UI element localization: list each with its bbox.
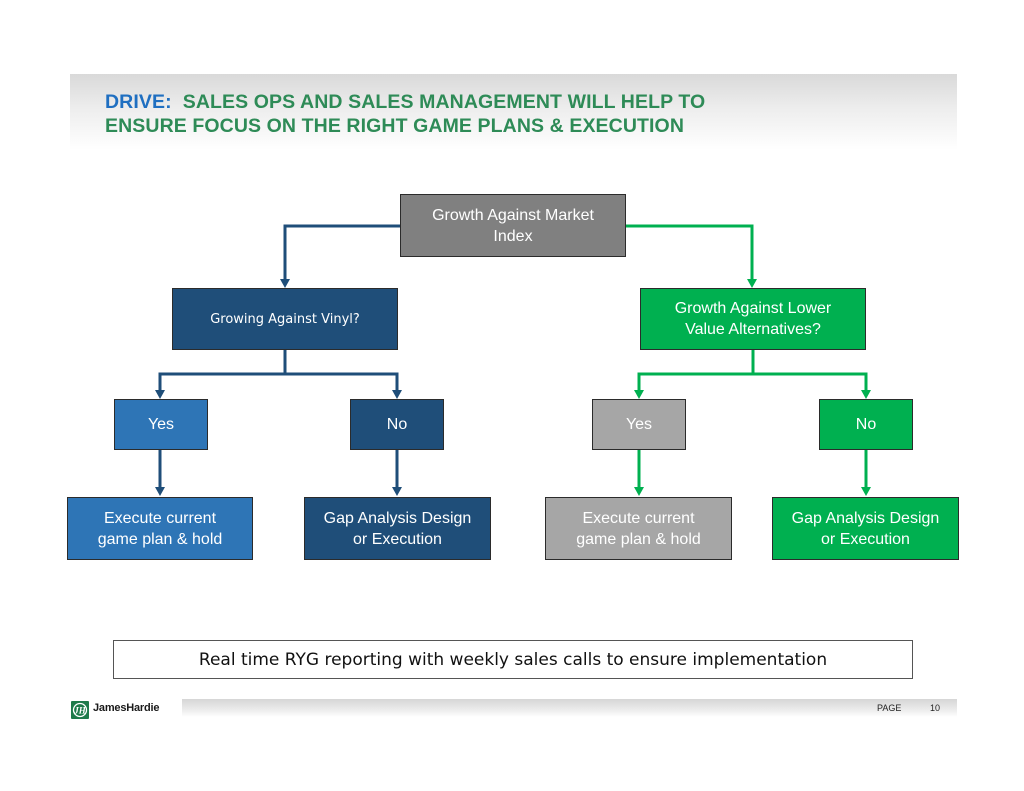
title-keyword: DRIVE <box>105 91 166 113</box>
arrow-head-icon <box>392 390 402 399</box>
answer-node-left-yes: Yes <box>114 399 208 450</box>
outcome-node-left-no: Gap Analysis Design or Execution <box>304 497 491 560</box>
question-node-line-2: Value Alternatives? <box>685 321 821 338</box>
arrow-head-icon <box>392 487 402 496</box>
outcome-node-right-yes: Execute current game plan & hold <box>545 497 732 560</box>
outcome-line-2: game plan & hold <box>576 530 701 548</box>
title-band <box>70 74 957 150</box>
connector-root-to-vinyl <box>280 224 400 288</box>
outcome-line-1: Execute current <box>582 509 695 527</box>
arrow-head-icon <box>155 390 165 399</box>
title-colon: : <box>165 91 172 113</box>
outcome-node-left-yes: Execute current game plan & hold <box>67 497 253 560</box>
page-label: PAGE <box>877 703 902 713</box>
root-node-line-1: Growth Against Market <box>432 206 594 224</box>
answer-node-left-no: No <box>350 399 444 450</box>
outcome-line-2: or Execution <box>821 530 910 548</box>
question-node-line-1: Growth Against Lower <box>674 300 832 317</box>
root-node-growth-against-market-index: Growth Against Market Index <box>400 194 626 257</box>
outcome-node-right-no: Gap Analysis Design or Execution <box>772 497 959 560</box>
outcome-line-1: Execute current <box>103 509 217 527</box>
outcome-line-1: Gap Analysis Design <box>323 509 472 527</box>
connector-left-no-to-outcome <box>392 449 402 496</box>
title-line-2: ENSURE FOCUS ON THE RIGHT GAME PLANS & E… <box>105 115 685 137</box>
question-node-growth-against-lower-value: Growth Against Lower Value Alternatives? <box>640 288 866 350</box>
arrow-head-icon <box>747 279 757 288</box>
company-logo-text: JamesHardie <box>93 702 160 714</box>
arrow-head-icon <box>861 487 871 496</box>
connector-right-yes-to-outcome <box>634 449 644 496</box>
connector-right-no-to-outcome <box>861 449 871 496</box>
arrow-head-icon <box>861 390 871 399</box>
outcome-line-2: game plan & hold <box>97 530 223 548</box>
answer-node-right-no: No <box>819 399 913 450</box>
outcome-line-2: or Execution <box>353 530 442 548</box>
outcome-line-1: Gap Analysis Design <box>791 509 940 527</box>
root-node-line-2: Index <box>493 227 533 245</box>
page-number: 10 <box>930 703 941 713</box>
answer-label: Yes <box>625 416 653 433</box>
answer-label: No <box>386 416 408 433</box>
arrow-head-icon <box>634 487 644 496</box>
implementation-note: Real time RYG reporting with weekly sale… <box>113 640 913 679</box>
answer-label: Yes <box>147 416 175 433</box>
implementation-note-text: Real time RYG reporting with weekly sale… <box>198 649 828 670</box>
connector-alternatives-split <box>634 350 871 399</box>
arrow-head-icon <box>280 279 290 288</box>
question-node-label: Growing Against Vinyl? <box>210 311 360 327</box>
arrow-head-icon <box>634 390 644 399</box>
svg-text:JH: JH <box>73 706 87 716</box>
connector-left-yes-to-outcome <box>155 449 165 496</box>
jh-monogram-icon: JH <box>71 701 89 719</box>
answer-node-right-yes: Yes <box>592 399 686 450</box>
arrow-head-icon <box>155 487 165 496</box>
connector-vinyl-split <box>155 350 402 399</box>
title-line-1-text: SALES OPS AND SALES MANAGEMENT WILL HELP… <box>171 91 706 113</box>
question-node-growing-against-vinyl: Growing Against Vinyl? <box>172 288 398 350</box>
connector-root-to-alternatives <box>626 224 757 288</box>
slide-title: DRIVE: SALES OPS AND SALES MANAGEMENT WI… <box>105 90 925 138</box>
answer-label: No <box>855 416 877 433</box>
footer-band <box>182 699 957 717</box>
title-line-1: DRIVE: SALES OPS AND SALES MANAGEMENT WI… <box>105 90 925 114</box>
